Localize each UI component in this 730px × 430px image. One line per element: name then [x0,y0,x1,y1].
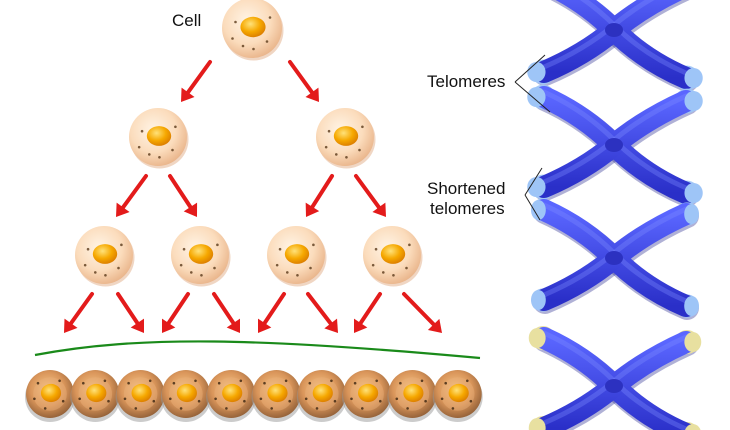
cell-icon [160,370,211,422]
cell-icon [222,0,284,61]
arrow-icon [305,174,334,217]
cell-icon [387,370,438,422]
cell-icon [115,370,166,422]
arrow-icon [116,292,144,333]
cell-icon [267,226,327,287]
cell-icon [363,226,423,287]
pointer-line [524,194,541,221]
arrow-icon [212,292,240,333]
arrow-icon [258,292,286,333]
cell-icon [70,370,121,422]
cell-icon [432,370,483,422]
cell-icon [75,226,135,287]
cell-icon [296,370,347,422]
cell-icon [342,370,393,422]
cell-icon [316,108,376,169]
cell-icon [206,370,257,422]
old-cells-row [25,370,483,422]
shortened-telomeres-label-line1: Shortened [427,179,506,198]
arrow-icon [64,292,94,333]
chromosomes-group [527,0,703,430]
pointer-line [514,54,546,83]
cells-group [75,0,423,287]
arrow-icon [288,60,319,102]
telomeres-label: Telomeres [427,72,506,91]
chromosome-icon [527,84,703,207]
telomere-pointer-lines [514,54,551,221]
chromosome-icon [528,325,702,430]
cell-icon [171,226,231,287]
declining-curve [34,340,481,360]
arrow-icon [181,60,212,102]
cell-label: Cell [172,11,202,30]
arrow-icon [116,174,148,217]
pointer-line [524,167,543,196]
chromosome-icon [527,0,703,92]
arrow-icon [354,174,386,217]
arrow-icon [168,174,198,217]
arrow-icon [162,292,190,333]
cell-icon [251,370,302,422]
chromosome-icon [531,198,699,320]
cell-icon [25,370,75,422]
arrow-icon [354,292,382,333]
shortened-telomeres-label-line2: telomeres [430,199,505,218]
arrows-group [64,60,442,333]
arrow-icon [402,292,442,333]
cell-icon [129,108,189,169]
arrow-icon [306,292,338,333]
pointer-line [514,81,551,113]
